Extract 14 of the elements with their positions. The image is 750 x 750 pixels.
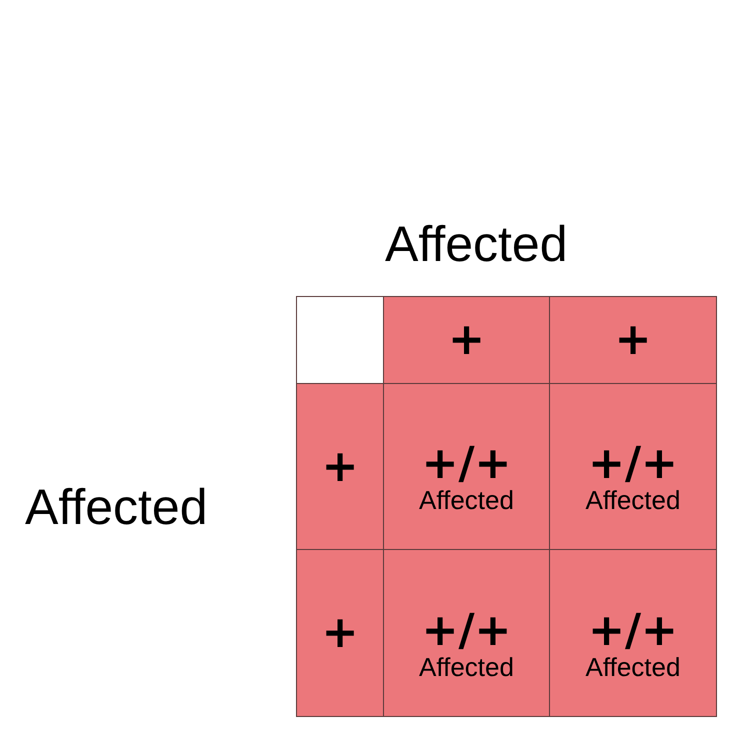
- genotype-symbol: +: [614, 318, 652, 362]
- genotype-symbol: +/+: [422, 608, 512, 653]
- genotype-symbol: +/+: [588, 608, 678, 653]
- phenotype-label: Affected: [419, 486, 514, 515]
- genotype-symbol: +/+: [588, 442, 678, 486]
- genotype-symbol: +: [322, 611, 358, 655]
- row-parent-label: Affected: [25, 478, 208, 536]
- genotype-symbol: +: [322, 444, 358, 488]
- column-parent-label: Affected: [385, 215, 568, 273]
- phenotype-label: Affected: [586, 652, 680, 682]
- phenotype-label: Affected: [419, 652, 514, 682]
- genotype-symbol: +: [448, 318, 485, 362]
- phenotype-label: Affected: [586, 486, 680, 515]
- genotype-symbol: +/+: [422, 442, 512, 486]
